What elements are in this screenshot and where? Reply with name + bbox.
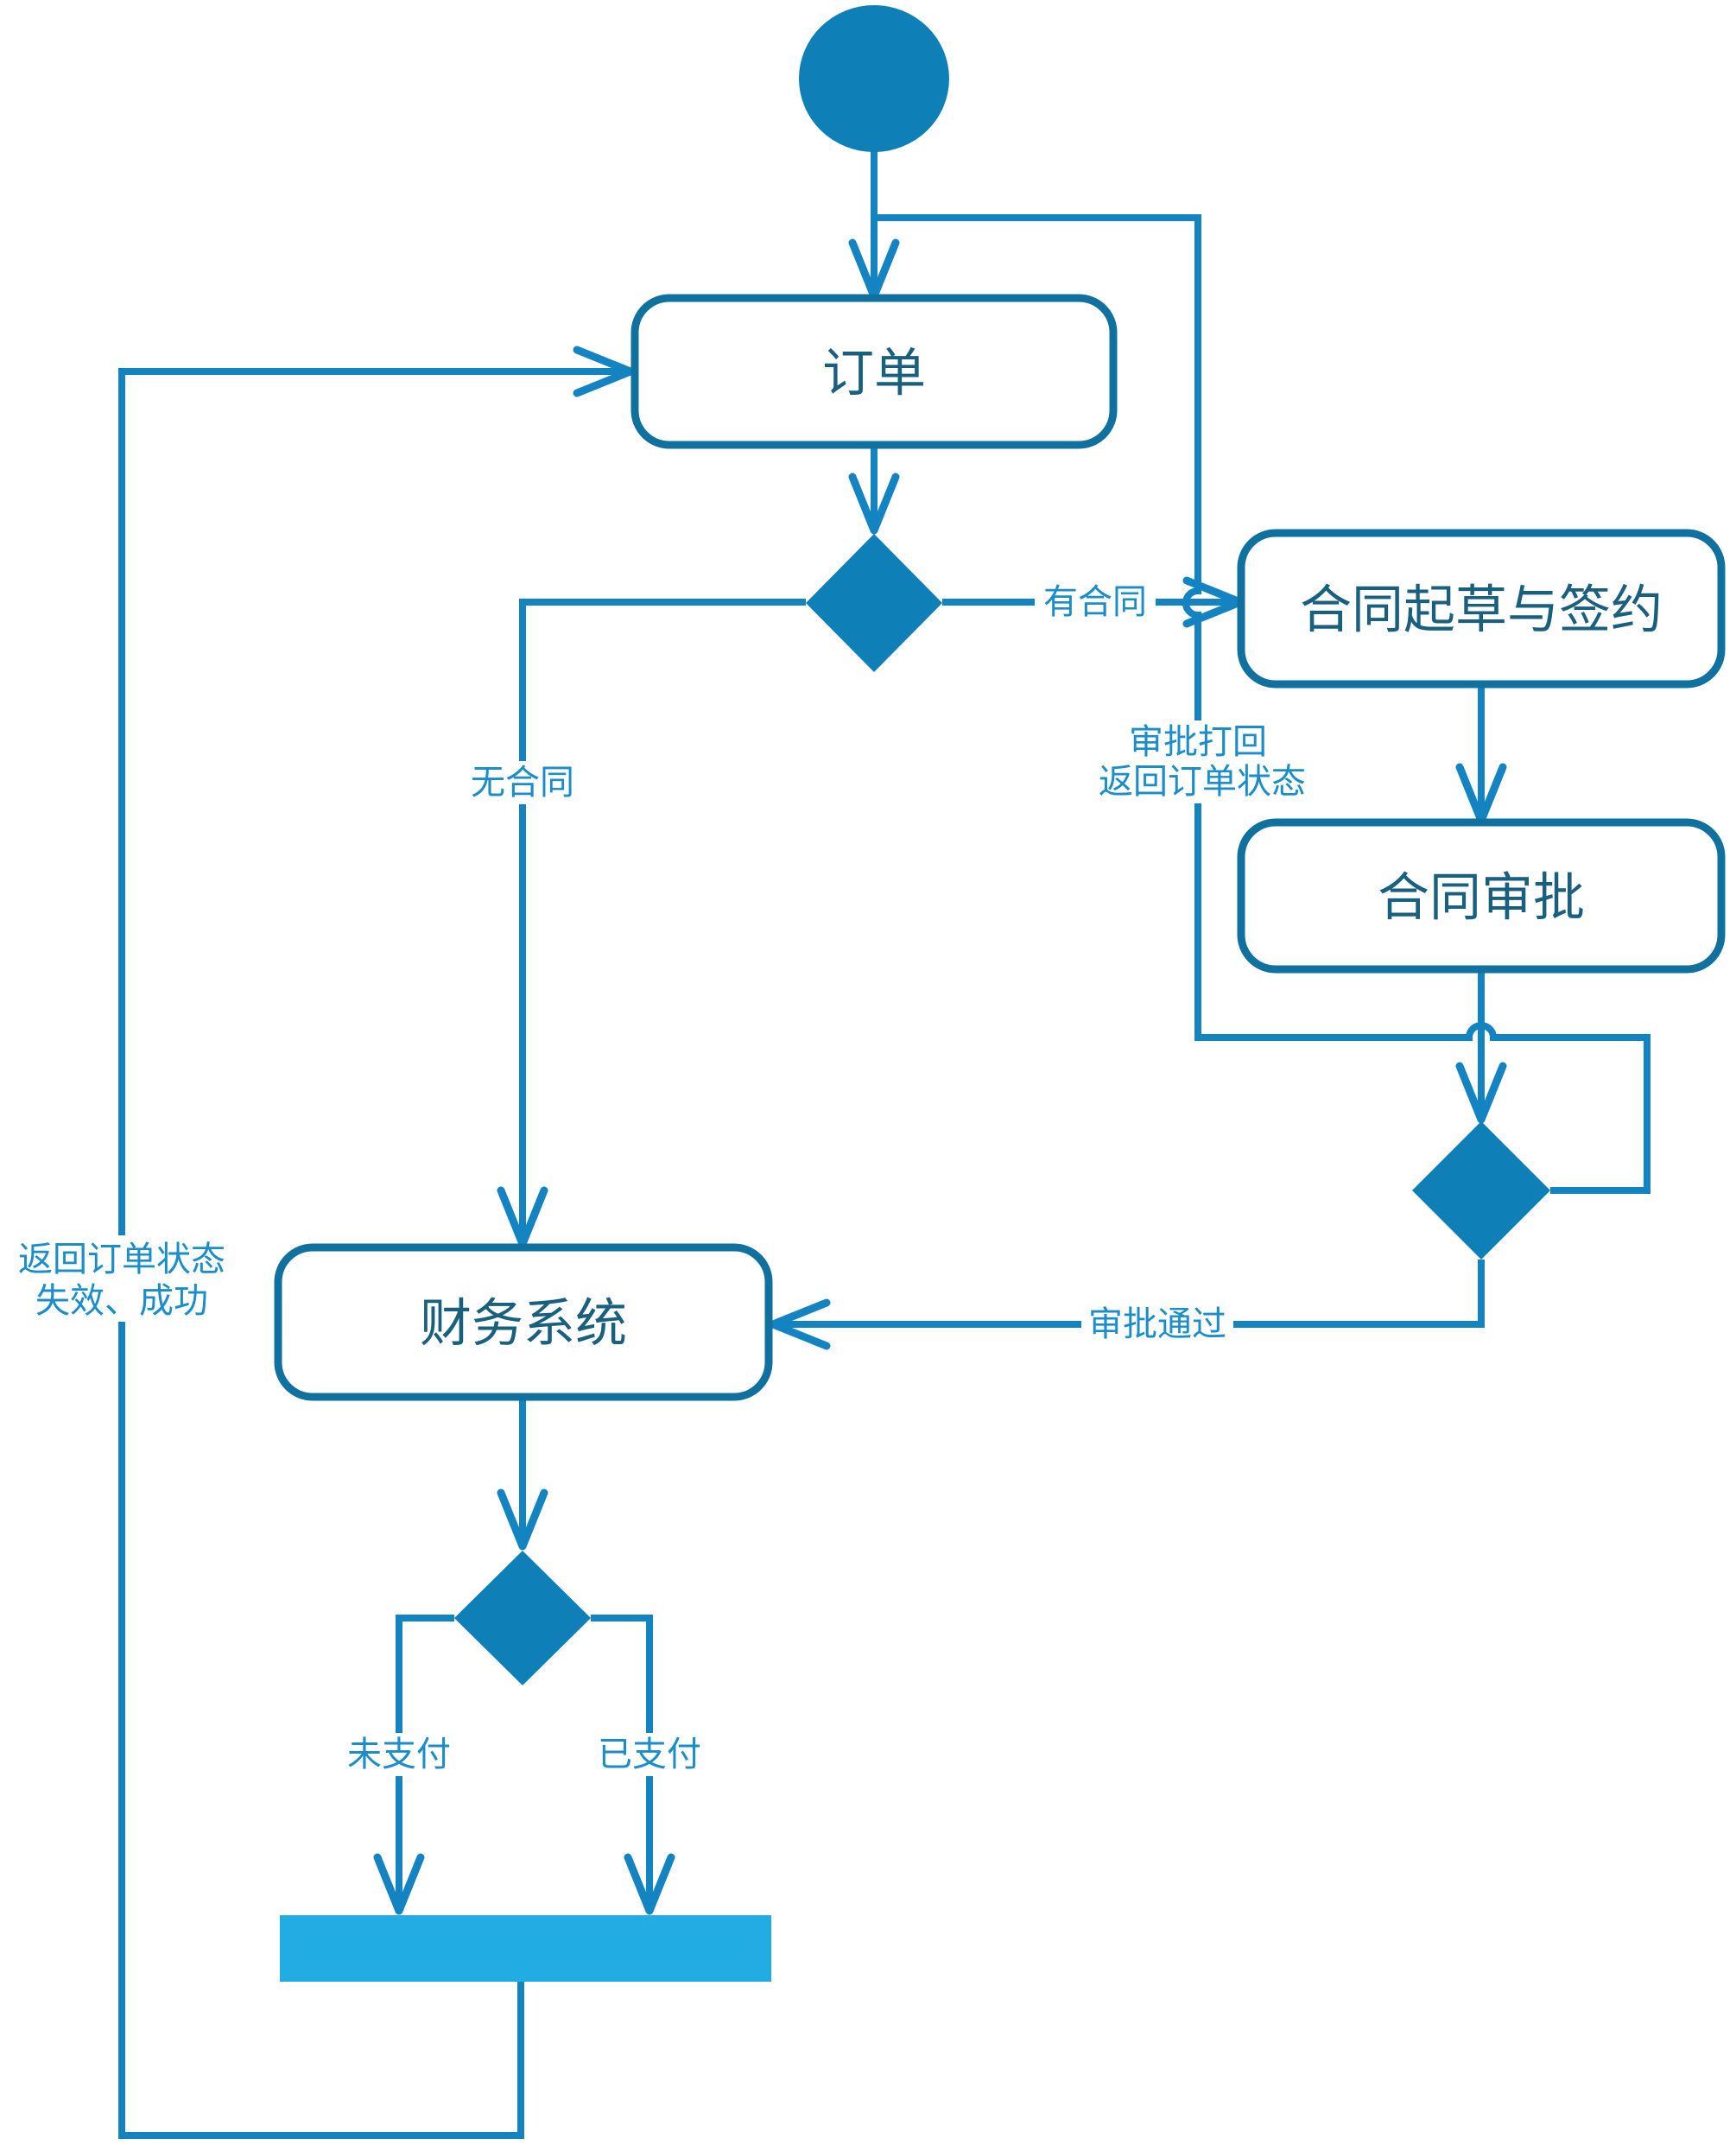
activity-contract-approval-label: 合同审批 [1378,869,1585,927]
join-bar [280,1915,771,1982]
paid-label: 已支付 [598,1736,701,1774]
approval-rejected-label-line1: 审批打回 [1129,723,1267,761]
activity-finance [274,1243,773,1401]
arrowhead-into-payment-decision [497,1488,548,1551]
has-contract-label-bg [1035,581,1156,624]
initial-node [799,5,949,152]
arrowhead-into-finance-right [769,1298,831,1350]
activity-contract-draft [1237,529,1726,689]
edge-approval-rejected-loop [874,214,1650,1194]
edge-paid [591,1615,653,1909]
nodes: 订单 合同起草与签约 合同审批 财务系统 [274,5,1726,1982]
no-contract-label: 无合同 [471,764,574,802]
edge-unpaid [396,1615,454,1909]
edge-return-to-order-loop [118,368,629,2139]
edges [118,149,1650,2139]
return-to-order-label-line2: 失效、成功 [35,1282,208,1320]
approval-rejected-label-line2: 返回订单状态 [1099,763,1306,801]
arrowhead-into-order-left [573,346,635,397]
arrowhead-into-approval-decision [1455,1062,1507,1124]
approval-decision-diamond [1412,1121,1550,1260]
activity-order-label: 订单 [822,345,926,403]
no-contract-label-bg [464,761,581,804]
edge-labels: 有合同 无合同 审批打回 返回订单状态 审批通过 未支付 已支付 返回订单状态 … [14,581,1312,1776]
activity-contract-draft-label: 合同起草与签约 [1300,581,1663,639]
activity-finance-label: 财务系统 [420,1295,627,1353]
approval-passed-label-bg [1081,1303,1233,1346]
arrowhead-unpaid-into-bar [373,1853,425,1915]
paid-label-bg [594,1733,705,1776]
approval-passed-label: 审批通过 [1088,1305,1226,1343]
return-to-order-label-bg [14,1235,230,1322]
edge-approval-passed [775,1260,1485,1328]
arrowhead-into-contract-decision [848,473,900,535]
arrowhead-paid-into-bar [624,1853,675,1915]
has-contract-label: 有合同 [1043,583,1147,621]
approval-rejected-label-bg [1084,720,1312,803]
activity-contract-approval [1237,818,1726,974]
unpaid-label: 未支付 [347,1736,451,1774]
contract-decision-diamond [806,534,942,672]
return-to-order-label-line1: 返回订单状态 [18,1241,225,1279]
payment-decision-diamond [454,1551,591,1685]
edge-no-contract [519,599,806,1242]
activity-order [630,294,1118,449]
unpaid-label-bg [344,1733,454,1776]
